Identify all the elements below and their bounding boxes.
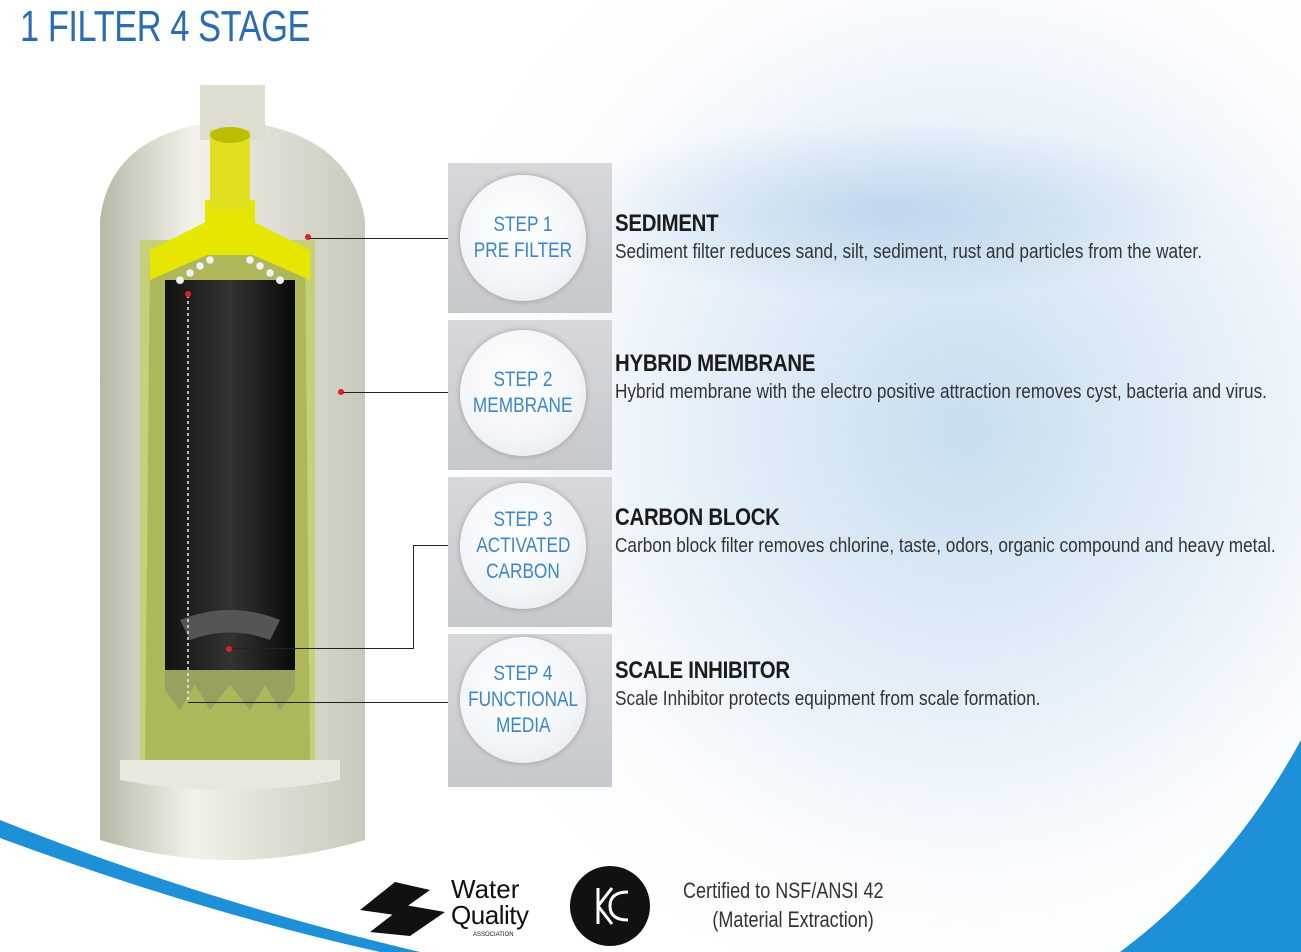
step-number: STEP 2: [493, 368, 553, 391]
stage-heading: SCALE INHIBITOR: [615, 657, 790, 684]
page-title: 1 FILTER 4 STAGE: [20, 2, 311, 51]
water-glass-background: [460, 0, 1301, 952]
stage-text: Sediment filter reduces sand, silt, sedi…: [615, 241, 1202, 263]
stage-text: Scale Inhibitor protects equipment from …: [615, 688, 1041, 710]
stage-heading: HYBRID MEMBRANE: [615, 350, 816, 377]
svg-text:Quality: Quality: [451, 900, 529, 930]
step-label: FUNCTIONAL: [467, 688, 579, 711]
svg-text:ASSOCIATION: ASSOCIATION: [473, 932, 514, 938]
stage-description-4: SCALE INHIBITOR Scale Inhibitor protects…: [615, 657, 1301, 714]
step-label: MEMBRANE: [473, 394, 573, 417]
step-2-badge: STEP 2 MEMBRANE: [460, 330, 586, 456]
leader-line-step-4: [188, 702, 460, 703]
step-1-badge: STEP 1 PRE FILTER: [460, 175, 586, 301]
stage-description-2: HYBRID MEMBRANE Hybrid membrane with the…: [615, 350, 1301, 407]
certification-text: Certified to NSF/ANSI 42 (Material Extra…: [683, 876, 884, 934]
step-number: STEP 3: [493, 508, 553, 531]
step-number: STEP 4: [493, 662, 553, 685]
stage-heading: CARBON BLOCK: [615, 504, 780, 531]
filter-cutaway-illustration: [100, 85, 365, 860]
step-label: ACTIVATED: [475, 534, 571, 557]
step-label: PRE FILTER: [473, 239, 573, 262]
step-4-badge: STEP 4 FUNCTIONAL MEDIA: [460, 637, 586, 763]
stage-heading: SEDIMENT: [615, 210, 719, 237]
stage-text: Carbon block filter removes chlorine, ta…: [615, 535, 1276, 557]
step-3-badge: STEP 3 ACTIVATED CARBON: [460, 483, 586, 609]
steps-column: STEP 1 PRE FILTER STEP 2 MEMBRANE STEP 3…: [448, 163, 612, 787]
leader-line-step-3: [232, 648, 413, 649]
svg-text:Water: Water: [451, 874, 520, 904]
water-quality-association-logo: Water Quality ASSOCIATION: [360, 874, 529, 938]
water-splash: [560, 120, 1220, 300]
leader-line-step-3-vertical: [413, 545, 414, 649]
stage-text: Hybrid membrane with the electro positiv…: [615, 381, 1267, 403]
stage-description-3: CARBON BLOCK Carbon block filter removes…: [615, 504, 1301, 561]
leader-line-step-1: [310, 238, 460, 239]
leader-line-step-2: [343, 392, 460, 393]
leader-line-step-3-top: [413, 545, 460, 546]
step-label: CARBON: [486, 560, 560, 583]
certification-line-2: (Material Extraction): [712, 907, 874, 932]
stage-description-1: SEDIMENT Sediment filter reduces sand, s…: [615, 210, 1301, 267]
certification-line-1: Certified to NSF/ANSI 42: [683, 878, 884, 903]
step-number: STEP 1: [493, 213, 553, 236]
step-label: MEDIA: [495, 714, 551, 737]
kc-certification-logo: [570, 866, 650, 946]
